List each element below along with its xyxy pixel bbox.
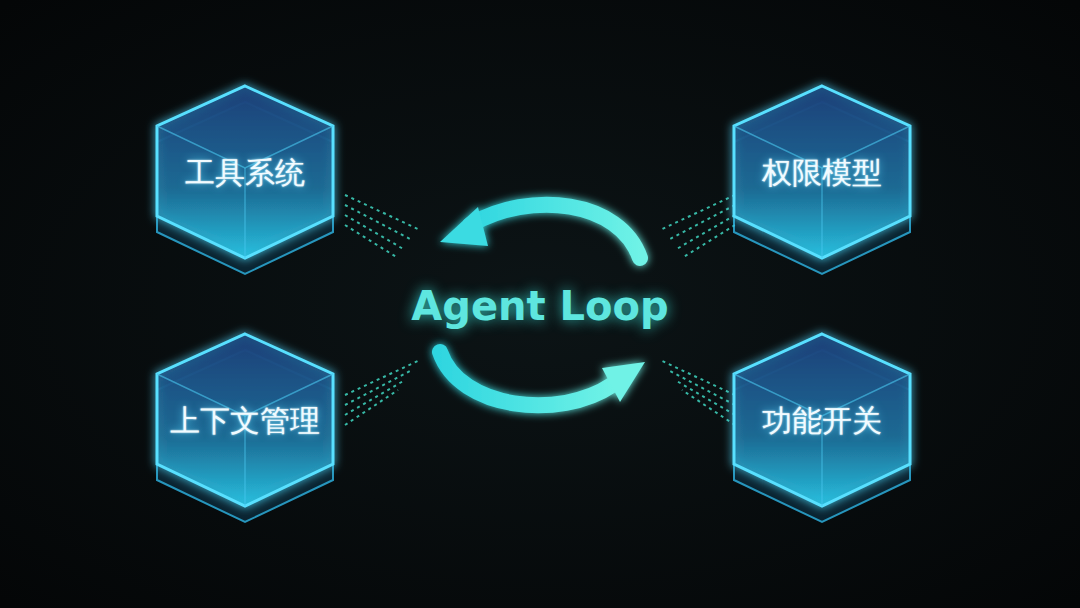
hexagon-box: 工具系统 bbox=[145, 80, 345, 280]
center-label: Agent Loop bbox=[411, 283, 668, 329]
hexagon-box: 功能开关 bbox=[722, 328, 922, 528]
hexagon-box: 权限模型 bbox=[722, 80, 922, 280]
node-label: 工具系统 bbox=[185, 153, 305, 194]
node-label: 上下文管理 bbox=[170, 401, 320, 442]
hexagon-box: 上下文管理 bbox=[145, 328, 345, 528]
streak-lines bbox=[345, 195, 735, 425]
node-label: 权限模型 bbox=[762, 153, 882, 194]
node-label: 功能开关 bbox=[762, 401, 882, 442]
